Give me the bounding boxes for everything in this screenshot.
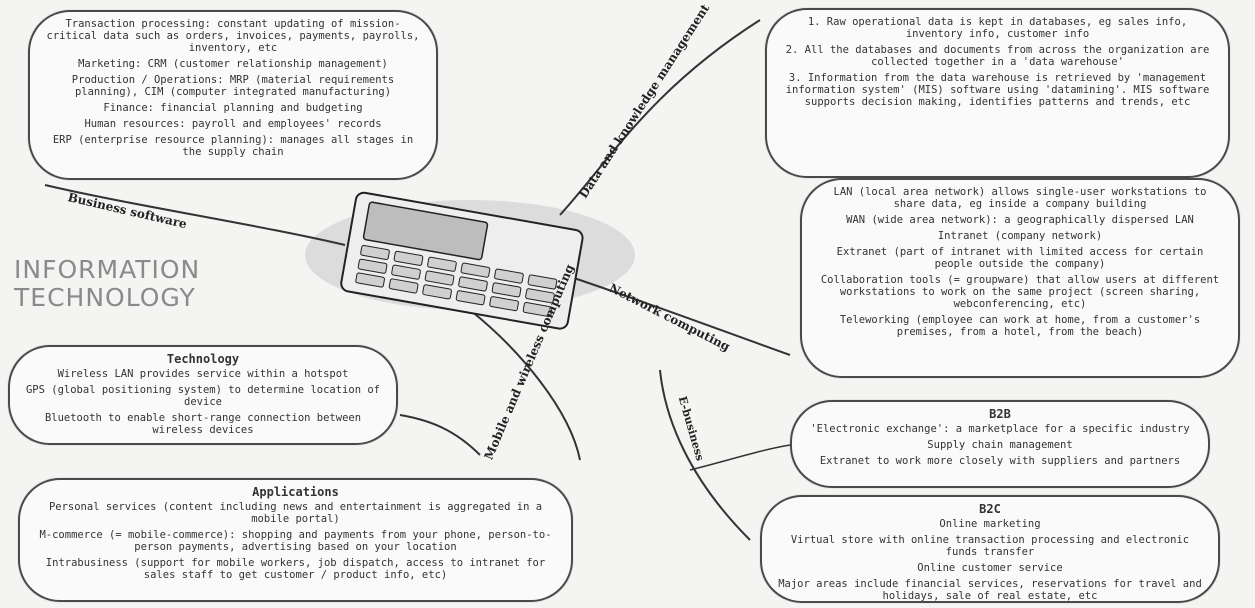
data-line: [559, 19, 761, 216]
device-illustration: [340, 191, 584, 330]
device-key: [355, 272, 385, 288]
network-item: Collaboration tools (= groupware) that a…: [820, 274, 1220, 310]
device-key: [388, 278, 419, 294]
network-item: Intranet (company network): [937, 230, 1103, 242]
device-key: [527, 274, 558, 290]
device-key: [489, 296, 519, 312]
mobile-line: [469, 309, 581, 461]
business-item: Transaction processing: constant updatin…: [46, 18, 420, 54]
business-item: Human resources: payroll and employees' …: [84, 118, 382, 130]
device-key: [460, 262, 491, 278]
device-key: [494, 268, 524, 284]
ebusiness-line: [659, 369, 751, 541]
business-item: ERP (enterprise resource planning): mana…: [52, 134, 414, 158]
b2c-item: Online customer service: [917, 562, 1063, 574]
device-key: [424, 270, 455, 286]
network-item: Teleworking (employee can work at home, …: [839, 314, 1201, 338]
b2b-heading: B2B: [989, 407, 1011, 421]
device-key: [491, 282, 522, 298]
b2c-item: Virtual store with online transaction pr…: [790, 534, 1190, 558]
technology-item: Wireless LAN provides service within a h…: [57, 368, 349, 380]
business-item: Finance: financial planning and budgetin…: [103, 102, 363, 114]
b2c-heading: B2C: [979, 502, 1001, 516]
data-item: 1. Raw operational data is kept in datab…: [807, 16, 1188, 40]
network-item: LAN (local area network) allows single-u…: [833, 186, 1207, 210]
device-key: [522, 302, 553, 318]
applications-item: Intrabusiness (support for mobile worker…: [45, 557, 546, 581]
mobile-to-tech-line: [399, 414, 481, 456]
network-item: Extranet (part of intranet with limited …: [836, 246, 1204, 270]
device-key: [360, 244, 390, 261]
b2b-link-line: [689, 444, 791, 471]
main-title-line2: TECHNOLOGY: [14, 283, 196, 312]
applications-heading: Applications: [252, 485, 339, 499]
technology-item: Bluetooth to enable short-range connecti…: [44, 412, 362, 436]
b2c-cloud: B2C Online marketing Virtual store with …: [760, 495, 1220, 603]
device-key: [391, 264, 421, 280]
device-key: [427, 256, 457, 272]
business-item: Marketing: CRM (customer relationship ma…: [78, 58, 388, 70]
network-computing-cloud: LAN (local area network) allows single-u…: [800, 178, 1240, 378]
main-title-line1: INFORMATION: [14, 255, 201, 284]
data-management-cloud: 1. Raw operational data is kept in datab…: [765, 8, 1230, 178]
technology-item: GPS (global positioning system) to deter…: [25, 384, 380, 408]
b2b-item: Extranet to work more closely with suppl…: [819, 455, 1181, 467]
applications-cloud: Applications Personal services (content …: [18, 478, 573, 602]
b2b-cloud: B2B 'Electronic exchange': a marketplace…: [790, 400, 1210, 488]
device-key: [357, 258, 388, 274]
network-line: [564, 274, 791, 356]
applications-item: Personal services (content including new…: [48, 501, 543, 525]
device-key: [525, 288, 555, 304]
b2c-item: Major areas include financial services, …: [778, 578, 1202, 602]
network-item: WAN (wide area network): a geographicall…: [846, 214, 1194, 226]
device-key: [393, 250, 424, 266]
data-item: 2. All the databases and documents from …: [785, 44, 1210, 68]
data-item: 3. Information from the data warehouse i…: [785, 72, 1210, 108]
business-line: [44, 184, 346, 246]
device-key: [458, 276, 488, 292]
device-keys: [355, 244, 558, 318]
b2b-item: Supply chain management: [927, 439, 1073, 451]
device-key: [422, 284, 452, 300]
device-key: [455, 290, 486, 306]
business-software-cloud: Transaction processing: constant updatin…: [28, 10, 438, 180]
business-item: Production / Operations: MRP (material r…: [71, 74, 395, 98]
b2b-item: 'Electronic exchange': a marketplace for…: [810, 423, 1190, 435]
b2c-item: Online marketing: [939, 518, 1041, 530]
technology-cloud: Technology Wireless LAN provides service…: [8, 345, 398, 445]
applications-item: M-commerce (= mobile-commerce): shopping…: [39, 529, 552, 553]
technology-heading: Technology: [166, 352, 240, 366]
